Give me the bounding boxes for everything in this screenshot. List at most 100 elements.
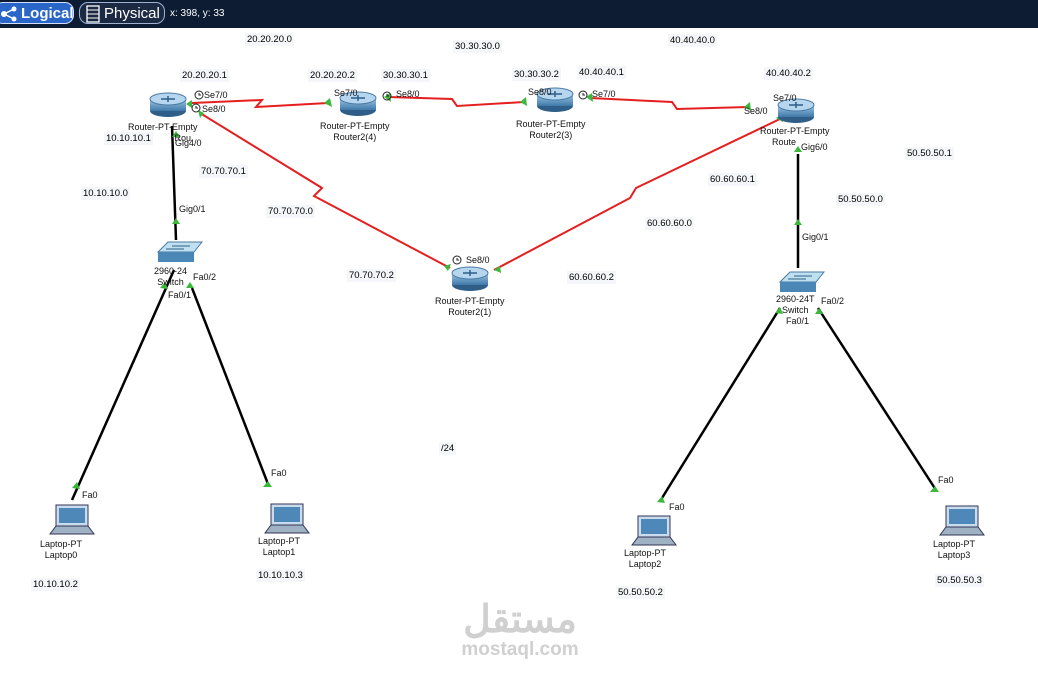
switch-left-label: 2960-24 Switch [154,266,187,288]
ip-note[interactable]: 70.70.70.2 [347,269,396,282]
device-name: Switch [782,305,809,315]
laptop3-label: Laptop-PT Laptop3 [933,539,975,561]
device-model: Laptop-PT [624,548,667,558]
port-label: Gig0/1 [802,232,829,242]
port-label: Fa0/1 [168,290,192,300]
port-label: Fa0/2 [193,272,217,282]
logical-tab-label: Logical [21,5,74,22]
device-name: Laptop1 [262,547,296,557]
laptop1-label: Laptop-PT Laptop1 [258,536,300,558]
device-name: Laptop3 [937,550,971,560]
ip-note[interactable]: 40.40.40.2 [764,67,813,80]
ip-note[interactable]: 60.60.60.1 [708,173,757,186]
ip-note[interactable]: 70.70.70.1 [199,165,248,178]
ip-note[interactable]: 50.50.50.2 [616,586,665,599]
ip-note[interactable]: 20.20.20.0 [245,33,294,46]
ip-note[interactable]: 10.10.10.0 [81,187,130,200]
links-layer [70,93,939,503]
device-name: Laptop2 [628,559,662,569]
port-label: Se8/0 [202,104,226,114]
port-label: Se7/0 [204,90,228,100]
port-label: Gig0/1 [179,204,206,214]
device-model: Laptop-PT [40,539,83,549]
device-model: Router-PT-Empty [128,122,198,132]
port-label: Fa0 [938,475,954,485]
ip-note[interactable]: 40.40.40.1 [577,66,626,79]
router3-label: Router-PT-Empty Router2(3) [516,119,586,141]
logical-tab[interactable]: Logical [0,2,74,24]
device-model: Laptop-PT [258,536,301,546]
ip-note[interactable]: 50.50.50.0 [836,193,885,206]
laptop2-label: Laptop-PT Laptop2 [624,548,666,570]
ethernet-link-switch-laptop0[interactable] [70,269,176,501]
device-name: Router2(3) [529,130,573,140]
ethernet-link-switch-laptop1[interactable] [190,287,270,485]
router4-label: Router-PT-Empty Router2(4) [320,121,390,143]
port-label: Fa0/2 [821,296,845,306]
ip-note[interactable]: 60.60.60.2 [567,271,616,284]
port-label: Se7/0 [334,88,358,98]
port-label: Fa0 [669,502,685,512]
device-name: Route [772,137,797,147]
port-label: Gig4/0 [175,138,202,148]
physical-tab-label: Physical [104,5,160,22]
device-model: 2960-24T [776,294,815,304]
ethernet-link-switch-laptop2[interactable] [660,307,782,499]
serial-link-r0-r4[interactable] [191,98,329,109]
ip-note[interactable]: 20.20.20.2 [308,69,357,82]
port-label: Fa0 [271,468,287,478]
cursor-coordinates: x: 398, y: 33 [170,8,225,19]
switch-right-label: 2960-24T Switch [776,294,815,316]
ip-note[interactable]: 10.10.10.2 [31,578,80,591]
ip-note[interactable]: 50.50.50.1 [905,147,954,160]
serial-link-rr-r1[interactable] [493,117,783,271]
ip-note[interactable]: 10.10.10.1 [104,132,153,145]
serial-link-r4-r3[interactable] [387,96,525,108]
router0-label: Router-PT-Empty Rou [128,122,198,144]
ip-note[interactable]: 60.60.60.0 [645,217,694,230]
ip-note[interactable]: 30.30.30.2 [512,68,561,81]
device-model: Router-PT-Empty [435,296,505,306]
logical-view-icon [1,6,17,22]
ip-note[interactable]: 10.10.10.3 [256,569,305,582]
physical-tab[interactable]: Physical [79,2,165,24]
device-model: Router-PT-Empty [760,126,830,136]
port-label: Se8/0 [528,87,552,97]
router-right-label: Router-PT-Empty Route [760,126,830,148]
watermark: مستقل mostaql.com [455,600,585,660]
ip-note[interactable]: 20.20.20.1 [180,69,229,82]
device-model: 2960-24 [154,266,188,276]
port-label: Se7/0 [773,93,797,103]
port-label: Fa0 [82,490,98,500]
watermark-arabic: مستقل [463,599,577,641]
device-name: Rou [174,133,192,143]
ip-note[interactable]: 40.40.40.0 [668,34,717,47]
workspace-toolbar: Logical Physical x: 398, y: 33 [0,0,1038,28]
device-name: Router2(4) [333,132,377,142]
port-label: Se8/0 [744,106,768,116]
device-name: Switch [157,277,184,287]
port-label: Se7/0 [592,89,616,99]
serial-link-r0-r1[interactable] [199,112,451,269]
port-label: Fa0/1 [786,316,810,326]
ip-note[interactable]: 30.30.30.0 [453,40,502,53]
port-label: Se8/0 [396,89,420,99]
device-model: Router-PT-Empty [320,121,390,131]
ip-note[interactable]: 70.70.70.0 [266,205,315,218]
device-model: Laptop-PT [933,539,976,549]
ip-note[interactable]: 30.30.30.1 [381,69,430,82]
device-model: Router-PT-Empty [516,119,586,129]
device-name: Router2(1) [448,307,492,317]
ethernet-link-switch-laptop3[interactable] [816,307,938,491]
device-name: Laptop0 [44,550,78,560]
laptop0-label: Laptop-PT Laptop0 [40,539,82,561]
port-label: Se8/0 [466,255,490,265]
port-label: Gig6/0 [801,142,828,152]
ip-note[interactable]: 50.50.50.3 [935,574,984,587]
serial-link-r3-rr[interactable] [589,97,749,111]
logical-workspace[interactable]: Router-PT-Empty Rou Router-PT-Empty Rout… [0,28,1038,676]
watermark-latin: mostaql.com [461,639,579,660]
physical-view-icon [86,5,100,23]
router1-label: Router-PT-Empty Router2(1) [435,296,505,318]
ip-note[interactable]: /24 [439,442,457,455]
